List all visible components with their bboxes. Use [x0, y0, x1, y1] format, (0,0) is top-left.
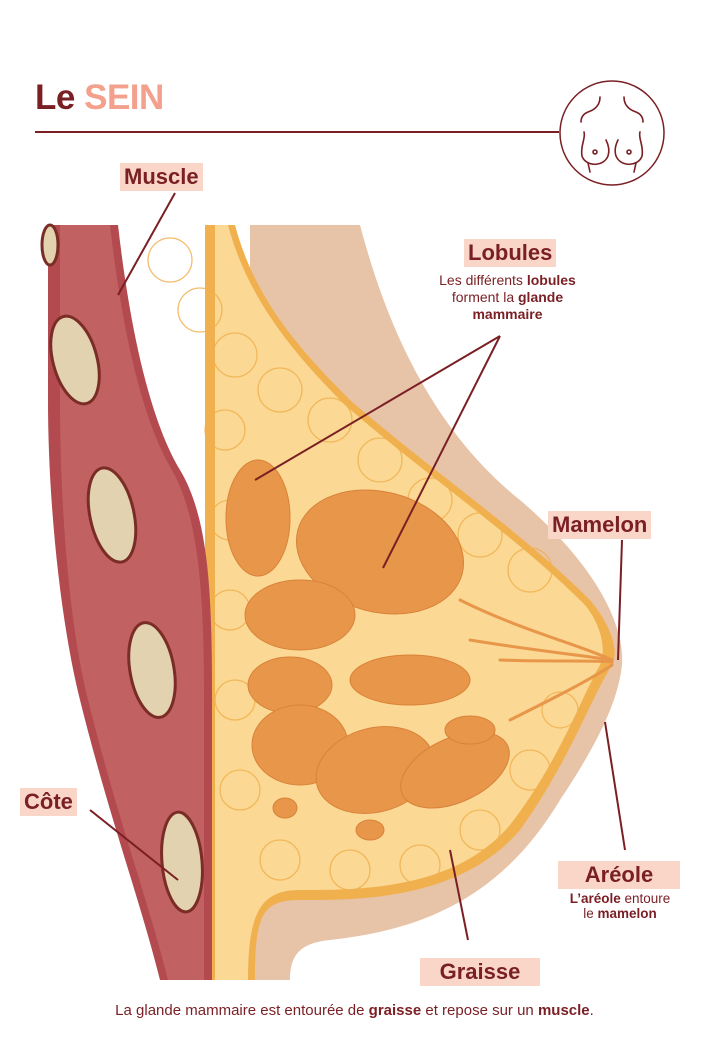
- title-divider: [35, 131, 559, 133]
- page-title: Le SEIN: [35, 78, 164, 118]
- ribs: [40, 223, 204, 914]
- mamelon-pointer: [617, 539, 623, 661]
- graisse-pointer: [449, 849, 469, 941]
- lobules-description: Les différents lobules forment la glande…: [439, 272, 576, 322]
- areole-pointer: [604, 721, 626, 851]
- breast-icon: [559, 80, 665, 186]
- lobules-pointer-1: [254, 335, 501, 481]
- cote-pointer: [89, 809, 179, 881]
- label-graisse: Graisse: [420, 958, 540, 986]
- caption: La glande mammaire est entourée de grais…: [115, 1002, 594, 1019]
- muscle-pointer: [117, 192, 176, 296]
- lobules: [225, 459, 510, 841]
- label-mamelon: Mamelon: [548, 511, 652, 539]
- areole-description: L’aréole entoure le mamelon: [569, 891, 671, 921]
- label-muscle: Muscle: [120, 163, 203, 191]
- lobules-pointer-2: [382, 335, 501, 569]
- label-lobules: Lobules: [464, 239, 557, 267]
- label-areole: Aréole: [558, 861, 680, 889]
- title-prefix: Le: [35, 78, 75, 117]
- label-cote: Côte: [20, 788, 77, 816]
- title-accent: SEIN: [84, 78, 164, 117]
